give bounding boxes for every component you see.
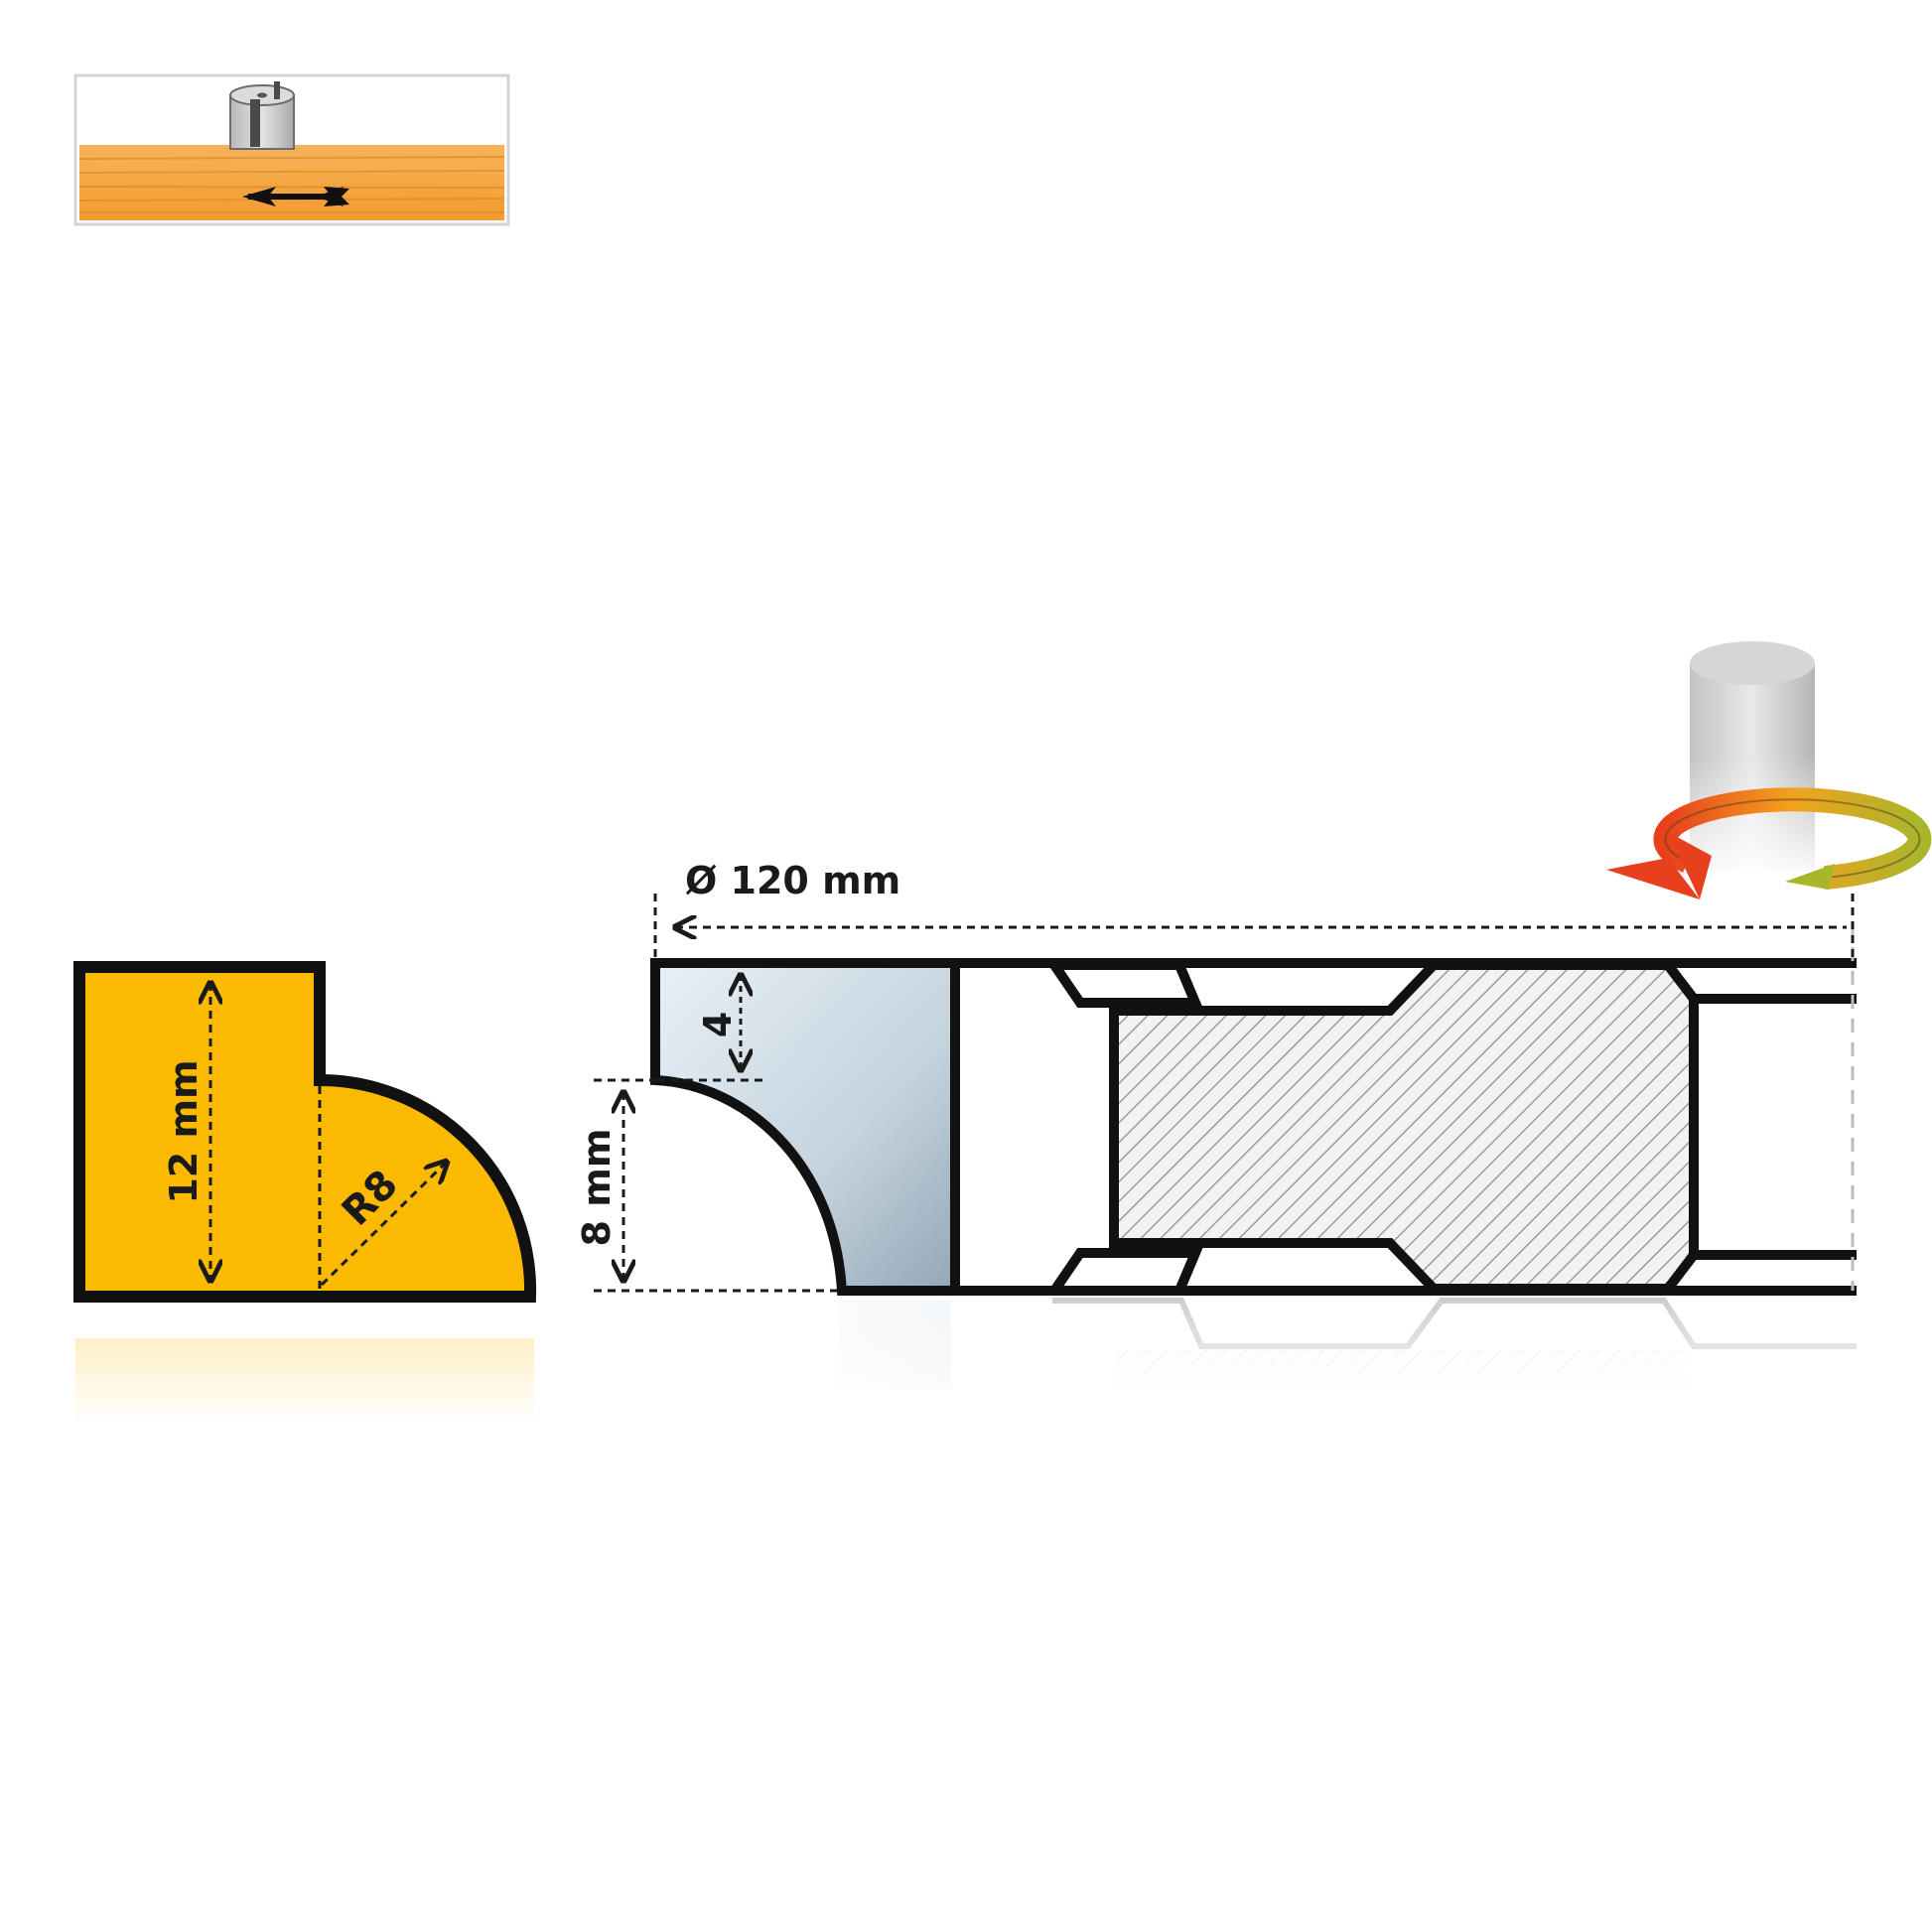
- radius-dimension-line: [320, 1162, 447, 1287]
- upper-clamp-wedge: [1044, 960, 1203, 1008]
- cutter-cross-section: Ø 120 mm 4 8 mm: [575, 859, 1866, 1406]
- router-cutter-icon: [229, 81, 295, 150]
- step-label: 4: [696, 1012, 740, 1037]
- profile-shape-group: 12 mm R8: [73, 961, 537, 1424]
- wood-grain-lines: [78, 156, 505, 213]
- diameter-label: Ø 120 mm: [685, 859, 900, 902]
- depth-label: 8 mm: [575, 1129, 619, 1247]
- clockwise-rotation-arrow-icon: [1606, 787, 1932, 899]
- rotation-indicator: [1606, 641, 1932, 899]
- profile-shape: [73, 961, 537, 1303]
- cutter-body-hatched: [1109, 960, 1699, 1294]
- feed-direction-arrow-icon: [242, 187, 349, 207]
- height-label: 12 mm: [162, 1059, 206, 1203]
- spindle-cylinder-icon: [1690, 641, 1815, 874]
- lower-clamp-wedge: [1044, 1248, 1203, 1296]
- inset-usage-illustration: [73, 73, 510, 226]
